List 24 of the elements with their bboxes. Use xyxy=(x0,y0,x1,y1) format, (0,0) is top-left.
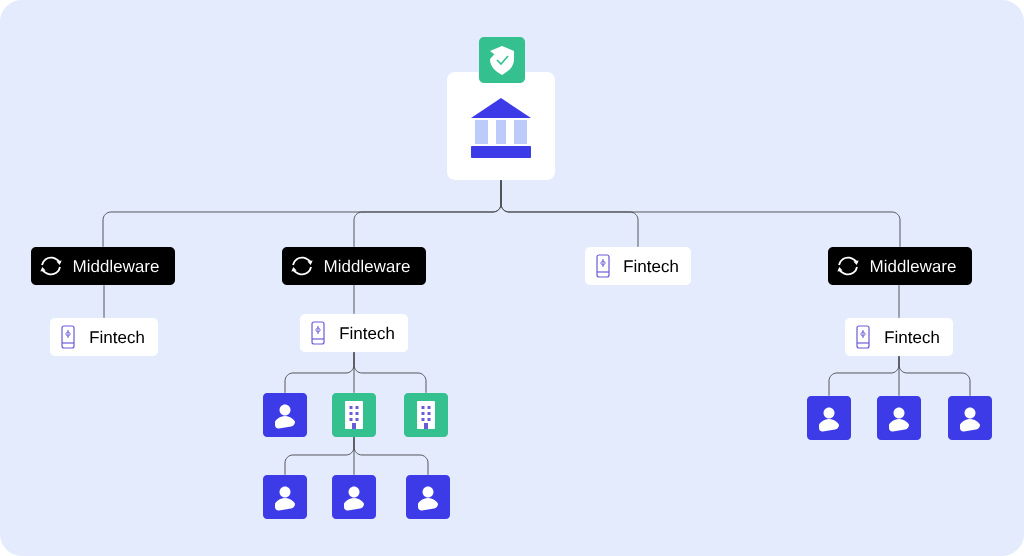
connector-line xyxy=(898,355,971,397)
person-tile xyxy=(332,475,376,519)
person-tile xyxy=(263,475,307,519)
fintech-box: Fintech xyxy=(50,318,158,356)
person-tile xyxy=(406,475,450,519)
person-tile xyxy=(877,396,921,440)
connector-line xyxy=(500,179,901,248)
person-tile xyxy=(948,396,992,440)
connector-line xyxy=(353,436,429,476)
person-tile xyxy=(263,393,307,437)
fintech-box: Fintech xyxy=(585,247,691,285)
connector-line xyxy=(353,284,355,315)
middleware-box: Middleware xyxy=(282,247,426,285)
connector-line xyxy=(898,284,900,319)
fintech-box: Fintech xyxy=(300,314,408,352)
middleware-box: Middleware xyxy=(31,247,175,285)
connector-line xyxy=(353,351,427,394)
building-tile xyxy=(332,393,376,437)
middleware-box: Middleware xyxy=(828,247,972,285)
person-tile xyxy=(807,396,851,440)
fintech-box: Fintech xyxy=(845,318,953,356)
building-tile xyxy=(404,393,448,437)
bank-card xyxy=(447,72,555,180)
connector-line xyxy=(103,284,105,319)
